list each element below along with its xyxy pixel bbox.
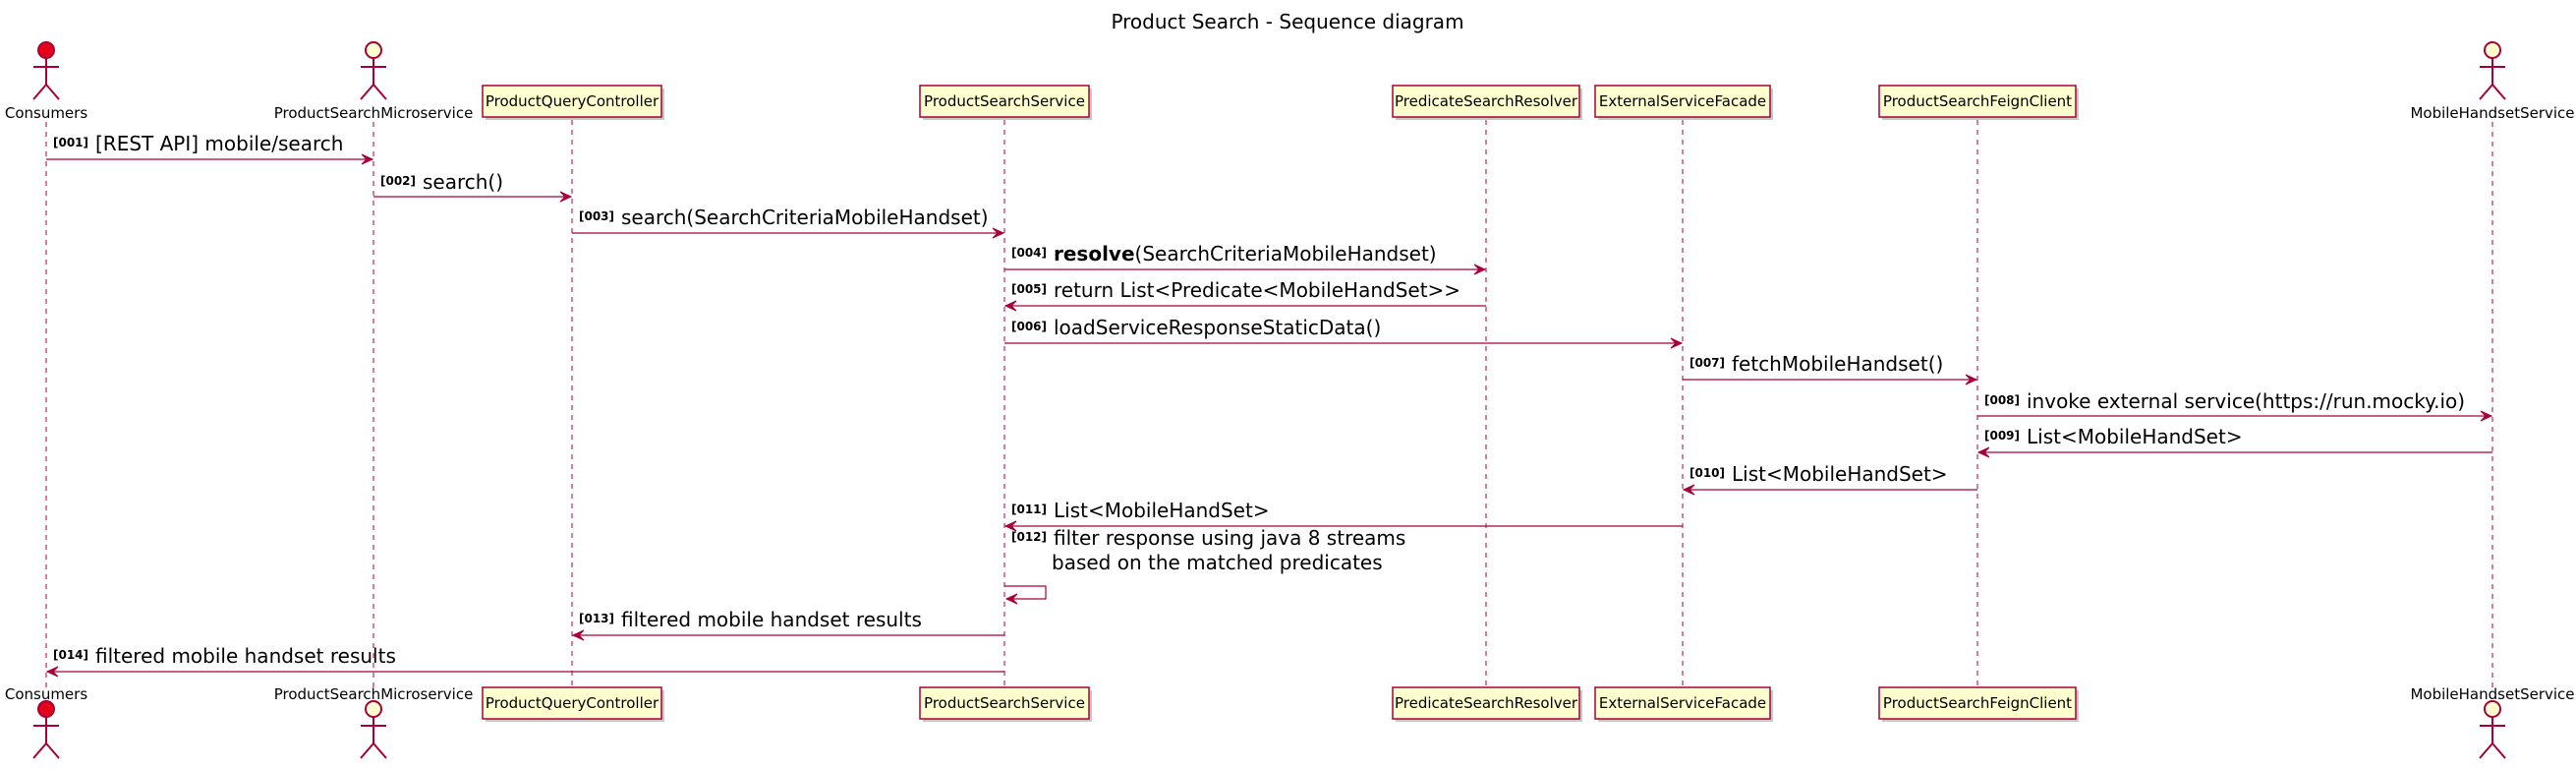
participant-service: ProductSearchService bbox=[919, 85, 1092, 120]
message-number: [007] bbox=[1689, 356, 1725, 370]
message-11: [011] List<MobileHandSet> bbox=[1003, 499, 1683, 532]
participant-box bbox=[1392, 85, 1580, 118]
message-label: List<MobileHandSet> bbox=[1732, 462, 1948, 486]
actor-icon bbox=[360, 41, 387, 100]
message-6: [006] loadServiceResponseStaticData() bbox=[1004, 316, 1684, 349]
participant-name: PredicateSearchResolver bbox=[1395, 92, 1578, 110]
message-label: search() bbox=[423, 170, 503, 194]
message-label: fetchMobileHandset() bbox=[1732, 352, 1943, 376]
participant-name: Consumers bbox=[5, 104, 87, 122]
actor-mobile: MobileHandsetService bbox=[2410, 685, 2575, 759]
participant-name: ProductSearchService bbox=[924, 92, 1085, 110]
message-10: [010] List<MobileHandSet> bbox=[1682, 462, 1977, 496]
participant-name: ProductQueryController bbox=[486, 694, 659, 712]
participant-name: ProductSearchMicroservice bbox=[274, 104, 474, 122]
participant-name: Consumers bbox=[5, 685, 87, 703]
message-number: [014] bbox=[53, 648, 88, 662]
message-3: [003] search(SearchCriteriaMobileHandset) bbox=[572, 206, 1005, 239]
actor-icon bbox=[2479, 700, 2506, 759]
participant-service: ProductSearchService bbox=[919, 686, 1092, 722]
message-number: [002] bbox=[380, 174, 416, 188]
message-label: List<MobileHandSet> bbox=[1054, 499, 1270, 522]
message-9: [009] List<MobileHandSet> bbox=[1976, 425, 2492, 458]
actor-consumers: Consumers bbox=[5, 41, 87, 122]
participant-name: ExternalServiceFacade bbox=[1599, 694, 1766, 712]
message-7: [007] fetchMobileHandset() bbox=[1683, 352, 1978, 385]
participant-name: ExternalServiceFacade bbox=[1599, 92, 1766, 110]
message-number: [006] bbox=[1011, 320, 1047, 333]
participant-controller: ProductQueryController bbox=[482, 85, 664, 120]
message-12: [012] filter response using java 8 stream… bbox=[1004, 526, 1405, 605]
message-label: based on the matched predicates bbox=[1052, 551, 1383, 574]
participant-name: MobileHandsetService bbox=[2410, 104, 2574, 122]
actor-mobile: MobileHandsetService bbox=[2410, 41, 2575, 122]
participant-box bbox=[1594, 686, 1771, 720]
participant-heads-top: Consumers ProductSearchMicroservice Produc… bbox=[5, 41, 2575, 122]
message-label: invoke external service(https://run.mock… bbox=[2027, 389, 2465, 413]
messages: [001] [REST API] mobile/search [002] search… bbox=[45, 132, 2493, 678]
actor-icon bbox=[2479, 41, 2506, 100]
actor-icon bbox=[32, 700, 60, 759]
participant-name: ProductSearchFeignClient bbox=[1883, 694, 2072, 712]
diagram-title: Product Search - Sequence diagram bbox=[1111, 10, 1463, 33]
message-label: resolve(SearchCriteriaMobileHandset) bbox=[1054, 242, 1437, 266]
actor-consumers: Consumers bbox=[5, 685, 87, 759]
participant-feign: ProductSearchFeignClient bbox=[1878, 686, 2079, 722]
participant-name: MobileHandsetService bbox=[2410, 685, 2574, 703]
message-label: [REST API] mobile/search bbox=[95, 132, 343, 155]
participant-name: ProductSearchService bbox=[924, 694, 1085, 712]
message-number: [012] bbox=[1011, 530, 1047, 544]
message-number: [010] bbox=[1689, 466, 1725, 480]
participant-box bbox=[919, 686, 1090, 720]
participant-controller: ProductQueryController bbox=[482, 686, 664, 722]
message-13: [013] filtered mobile handset results bbox=[571, 608, 1004, 641]
message-5: [005] return List<Predicate<MobileHandSet… bbox=[1003, 278, 1486, 312]
message-14: [014] filtered mobile handset results bbox=[45, 644, 1004, 678]
participant-resolver: PredicateSearchResolver bbox=[1392, 686, 1582, 722]
message-label: filter response using java 8 streams bbox=[1054, 526, 1405, 550]
participant-name: PredicateSearchResolver bbox=[1395, 694, 1578, 712]
message-1: [001] [REST API] mobile/search bbox=[46, 132, 374, 165]
message-arrow bbox=[1004, 585, 1047, 600]
message-number: [009] bbox=[1984, 429, 2020, 443]
participant-facade: ExternalServiceFacade bbox=[1594, 686, 1773, 722]
participant-name: ProductSearchFeignClient bbox=[1883, 92, 2072, 110]
message-label: search(SearchCriteriaMobileHandset) bbox=[621, 206, 989, 229]
participant-box bbox=[482, 85, 662, 118]
message-number: [013] bbox=[579, 612, 614, 625]
message-label: filtered mobile handset results bbox=[621, 608, 922, 631]
message-label: filtered mobile handset results bbox=[95, 644, 396, 668]
message-number: [004] bbox=[1011, 246, 1047, 260]
participant-feign: ProductSearchFeignClient bbox=[1878, 85, 2079, 120]
participant-name: ProductQueryController bbox=[486, 92, 659, 110]
participant-box bbox=[482, 686, 662, 720]
message-label: return List<Predicate<MobileHandSet>> bbox=[1054, 278, 1460, 302]
message-number: [008] bbox=[1984, 393, 2020, 407]
participant-name: ProductSearchMicroservice bbox=[274, 685, 474, 703]
message-2: [002] search() bbox=[373, 170, 573, 203]
message-number: [011] bbox=[1011, 503, 1047, 516]
participant-box bbox=[1878, 85, 2077, 118]
actor-icon bbox=[32, 41, 60, 100]
message-number: [001] bbox=[53, 136, 88, 149]
actor-icon bbox=[360, 700, 387, 759]
message-number: [005] bbox=[1011, 282, 1047, 296]
message-number: [003] bbox=[579, 209, 614, 223]
actor-microservice: ProductSearchMicroservice bbox=[274, 685, 474, 759]
participant-facade: ExternalServiceFacade bbox=[1594, 85, 1773, 120]
participant-resolver: PredicateSearchResolver bbox=[1392, 85, 1582, 120]
message-8: [008] invoke external service(https://run… bbox=[1977, 389, 2493, 422]
actor-microservice: ProductSearchMicroservice bbox=[274, 41, 474, 122]
participant-box bbox=[1594, 85, 1771, 118]
message-label: loadServiceResponseStaticData() bbox=[1054, 316, 1381, 339]
participant-box bbox=[919, 85, 1090, 118]
lifelines bbox=[45, 120, 2493, 690]
participant-box bbox=[1878, 686, 2077, 720]
message-4: [004] resolve(SearchCriteriaMobileHandset… bbox=[1004, 242, 1487, 275]
message-label: List<MobileHandSet> bbox=[2027, 425, 2243, 448]
participant-box bbox=[1392, 686, 1580, 720]
